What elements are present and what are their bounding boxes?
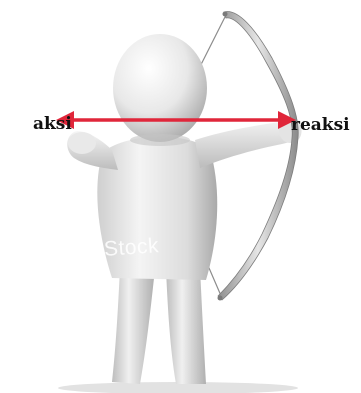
left-leg	[112, 268, 154, 384]
reaction-label: reaksi	[291, 117, 350, 134]
head	[113, 34, 207, 142]
right-leg	[166, 268, 206, 384]
drawing-hand	[68, 132, 96, 154]
bow-tip-top	[223, 12, 228, 17]
stock-watermark: Stock	[103, 234, 160, 262]
action-label: aksi	[33, 116, 72, 133]
neck-shadow	[130, 134, 190, 146]
bow-tip-bottom	[218, 296, 223, 301]
